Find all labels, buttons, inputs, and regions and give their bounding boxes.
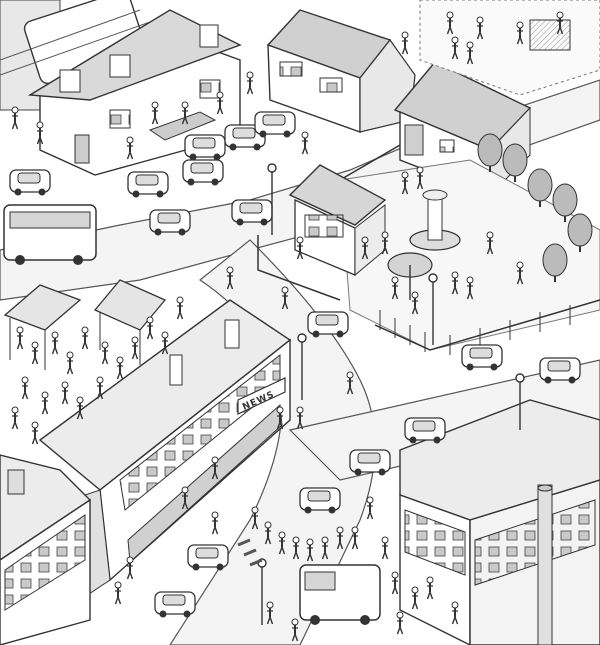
bus bbox=[3, 204, 97, 265]
van bbox=[299, 564, 381, 625]
vehicles bbox=[3, 111, 581, 625]
shop-row: NEWS bbox=[38, 299, 292, 601]
crosswalk bbox=[237, 538, 263, 567]
sports-field bbox=[419, 0, 600, 96]
market-stalls bbox=[3, 279, 167, 370]
park bbox=[339, 133, 600, 355]
bottom-left-building bbox=[0, 454, 92, 645]
street-lamps bbox=[257, 163, 525, 625]
bottom-right-building bbox=[399, 399, 600, 645]
